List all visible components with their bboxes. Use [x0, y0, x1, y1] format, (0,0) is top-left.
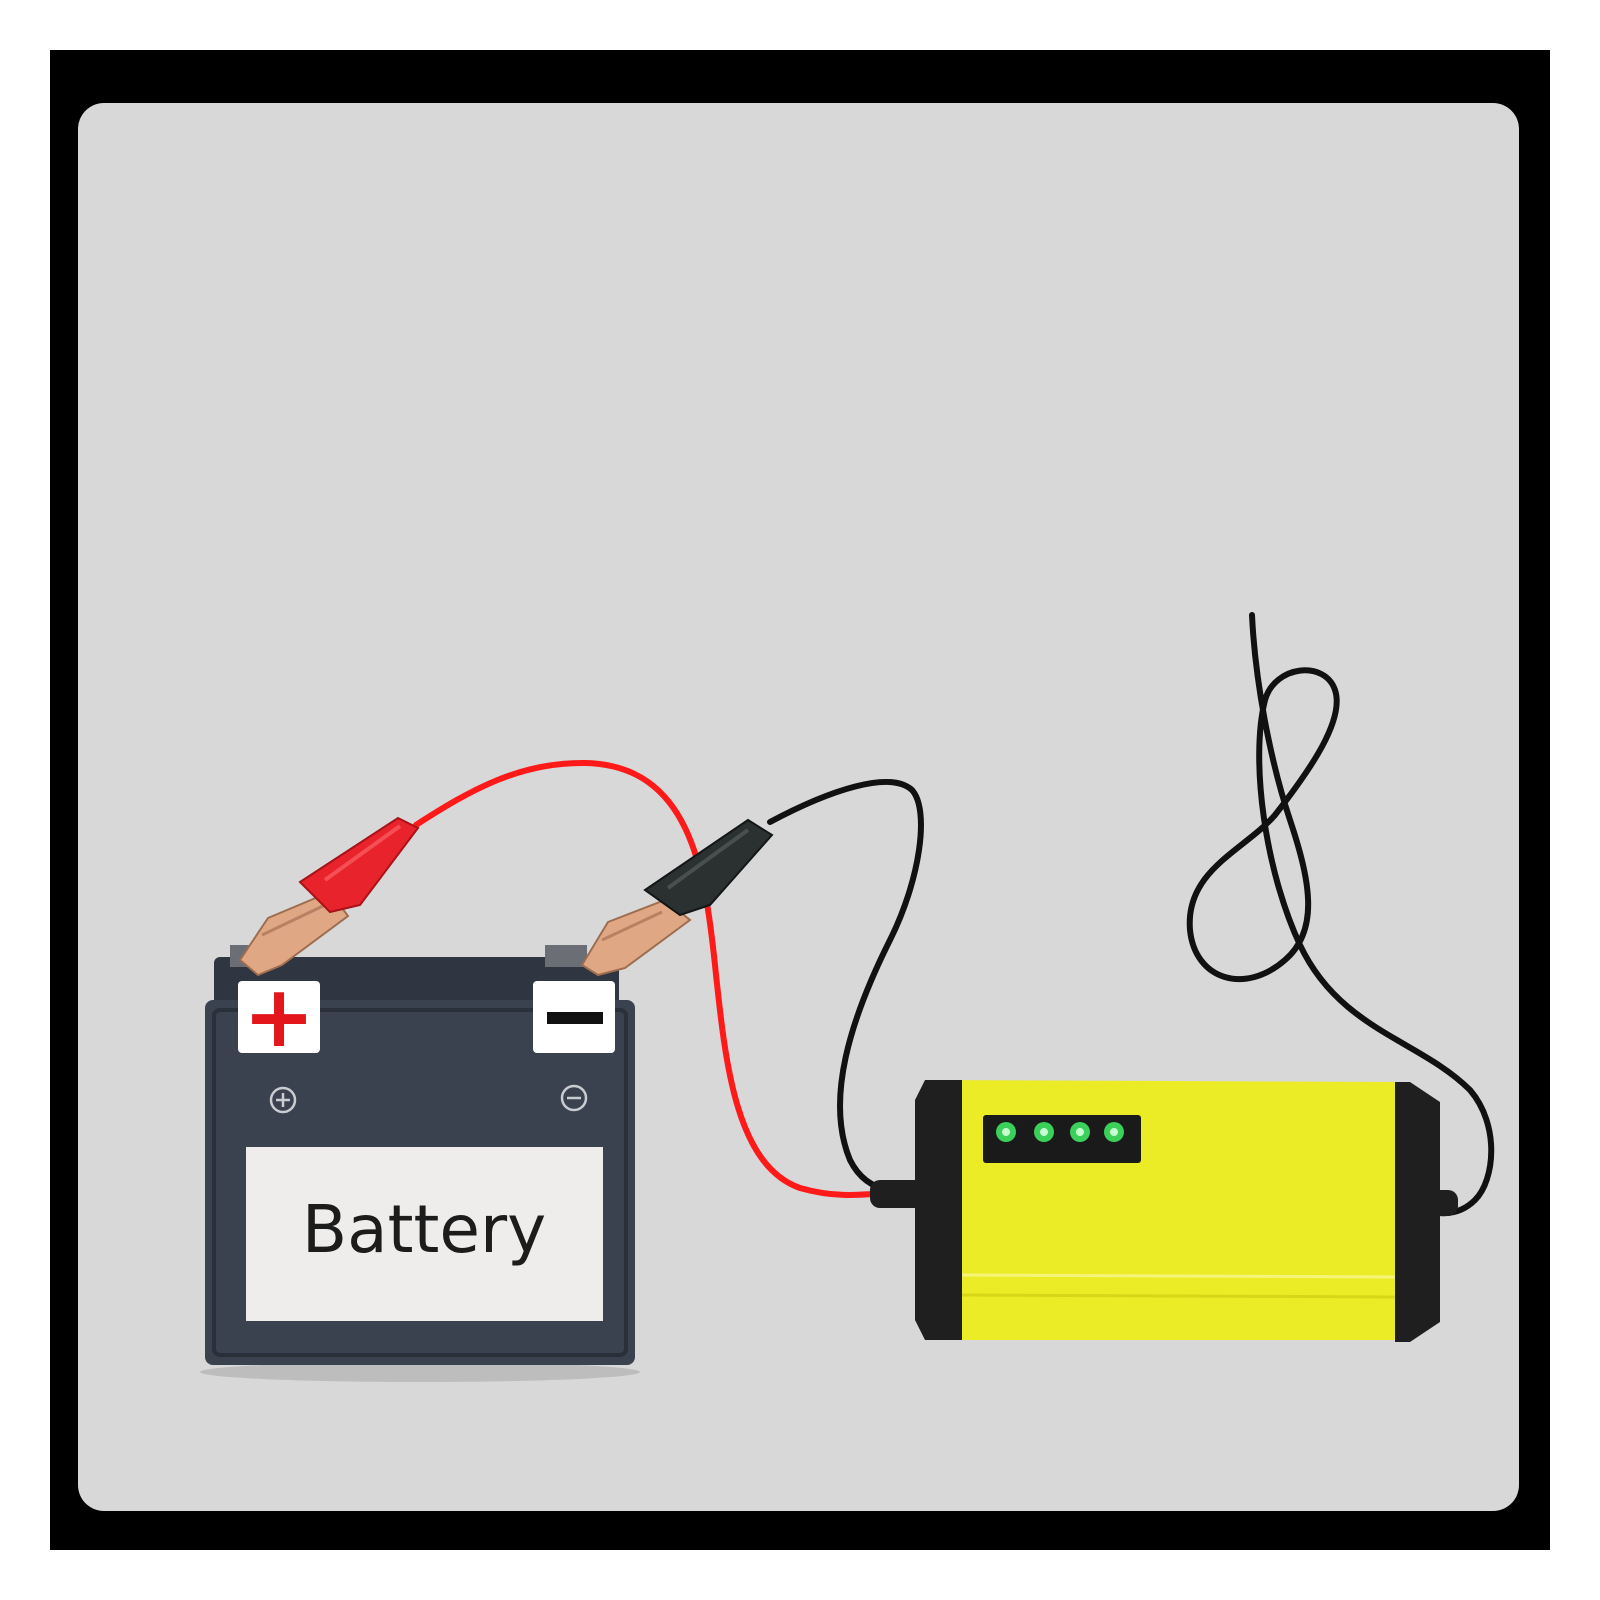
black-clip — [580, 818, 774, 977]
led-indicator-2 — [1034, 1122, 1054, 1142]
battery-case-edge — [212, 1008, 628, 1357]
charger-right-cap — [1395, 1082, 1440, 1342]
negative-post — [545, 945, 587, 967]
charger-left-cap — [915, 1080, 962, 1340]
left-cable-boot — [870, 1180, 925, 1208]
charger — [870, 1080, 1458, 1342]
positive-plate — [238, 981, 320, 1053]
battery-label: Battery — [302, 1191, 546, 1268]
positive-wire — [413, 759, 888, 1198]
led-indicator-3 — [1070, 1122, 1090, 1142]
negative-sign — [547, 1012, 603, 1024]
battery-shadow — [200, 1362, 640, 1382]
battery-label-card — [246, 1147, 603, 1321]
led-indicator-4 — [1104, 1122, 1124, 1142]
led-panel — [983, 1115, 1141, 1163]
negative-wire — [767, 779, 924, 1193]
battery: + Battery — [200, 945, 640, 1382]
led-indicator-1 — [996, 1122, 1016, 1142]
positive-sign: + — [243, 967, 315, 1067]
positive-small-icon — [269, 1086, 297, 1114]
mains-power-cord — [1186, 612, 1495, 1217]
red-clip — [238, 816, 420, 977]
negative-small-icon — [560, 1084, 588, 1112]
